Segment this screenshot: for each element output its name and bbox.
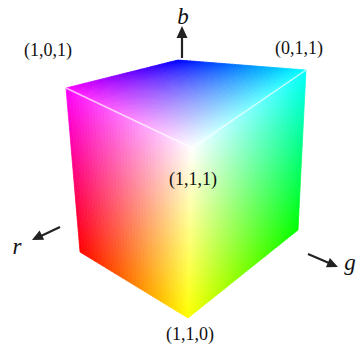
rgb-cube xyxy=(66,60,306,318)
